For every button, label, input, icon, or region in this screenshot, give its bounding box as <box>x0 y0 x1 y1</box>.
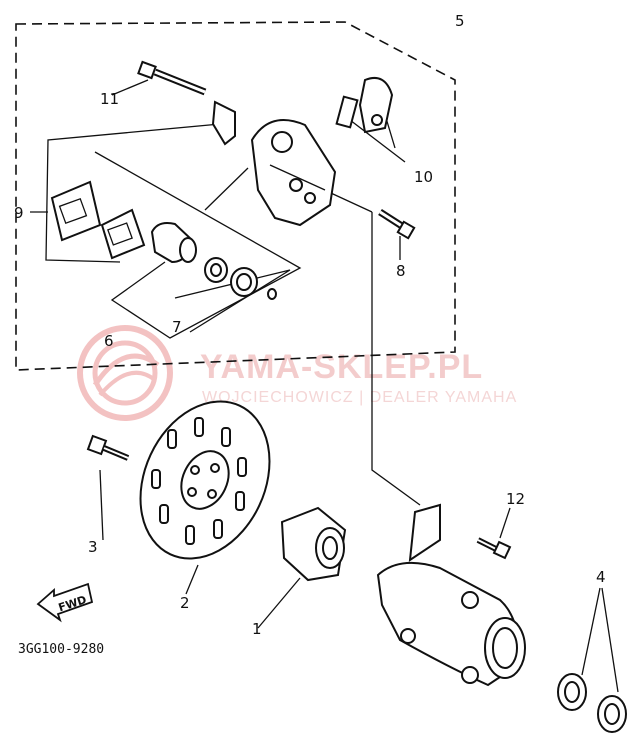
disc-bolt <box>86 434 130 461</box>
lock-nuts <box>557 673 627 733</box>
callout-6: 6 <box>104 332 114 350</box>
leader-lines <box>99 236 619 693</box>
watermark-subtitle: WOJCIECHOWICZ | DEALER YAMAHA <box>202 389 517 406</box>
callout-3: 3 <box>88 538 98 556</box>
watermark-title: YAMA-SKLEP.PL <box>200 348 483 386</box>
piston <box>150 222 197 264</box>
callout-5: 5 <box>455 12 465 30</box>
callout-2: 2 <box>180 594 190 612</box>
pin-bolt <box>137 60 207 96</box>
caliper-bolt <box>378 209 416 240</box>
bleed-screw <box>335 76 394 134</box>
pad-clip <box>211 100 236 146</box>
callout-7: 7 <box>172 318 182 336</box>
callout-8: 8 <box>396 262 406 280</box>
brake-disc <box>139 400 271 560</box>
caliper-assembly-boundary <box>15 21 456 371</box>
piston-seals <box>204 257 277 300</box>
watermark-logo <box>77 325 173 421</box>
caliper-body <box>250 119 337 227</box>
callout-9: 9 <box>14 204 24 222</box>
brake-pads <box>50 180 146 260</box>
diagram-code: 3GG100-9280 <box>18 642 104 657</box>
callout-11: 11 <box>100 90 119 108</box>
callout-1: 1 <box>252 620 262 638</box>
housing-bolt <box>476 537 512 560</box>
brake-hub <box>280 506 347 582</box>
callout-4: 4 <box>596 568 606 586</box>
callout-10: 10 <box>414 168 433 186</box>
axle-housing <box>376 503 526 687</box>
callout-12: 12 <box>506 490 525 508</box>
fwd-arrow-icon: FWD <box>36 582 94 623</box>
watermark: YAMA-SKLEP.PL WOJCIECHOWICZ | DEALER YAM… <box>77 325 517 421</box>
